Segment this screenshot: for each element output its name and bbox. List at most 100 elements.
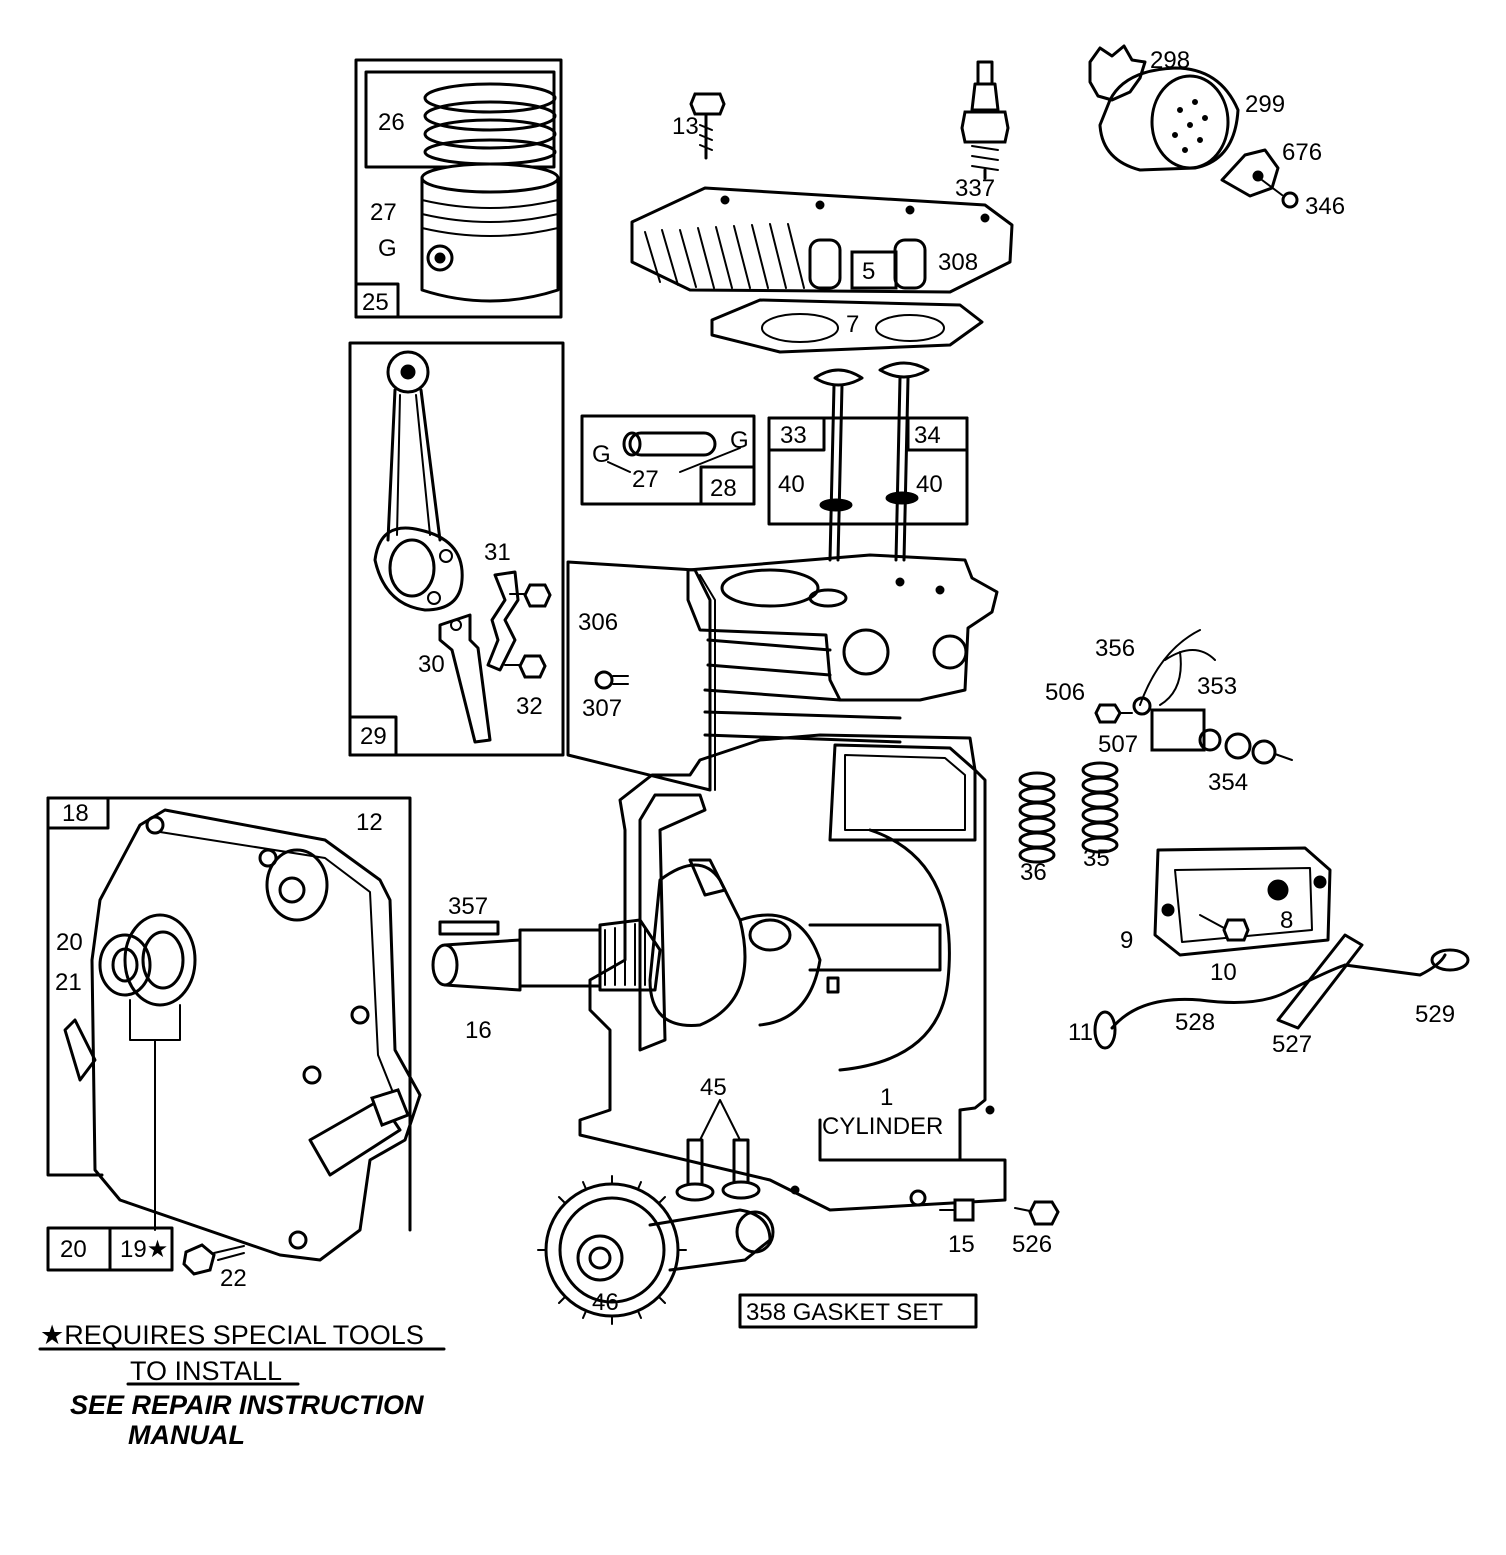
wrist-pin-drawing xyxy=(622,431,717,457)
cylinder-block-drawing xyxy=(566,553,1007,1212)
label-22: 22 xyxy=(220,1265,247,1292)
label-34: 34 xyxy=(914,422,941,449)
intake-valve-drawing xyxy=(813,368,864,562)
label-356: 356 xyxy=(1095,635,1135,662)
note-to-install: TO INSTALL xyxy=(130,1356,283,1386)
crankshaft-drawing xyxy=(431,858,822,1027)
wrist-pin-box xyxy=(580,414,756,506)
gear-cover-drawing xyxy=(90,808,422,1262)
label-506: 506 xyxy=(1045,679,1085,706)
label-21: 21 xyxy=(55,969,82,996)
label-357: 357 xyxy=(448,893,488,920)
label-13: 13 xyxy=(672,113,699,140)
head-bolt-drawing xyxy=(689,92,726,160)
label-26: 26 xyxy=(378,109,405,136)
muffler-guard-drawing xyxy=(1220,148,1280,198)
label-19: 19★ xyxy=(120,1236,168,1263)
label-g1: G xyxy=(378,235,397,262)
label-358-gasket-set: 358 GASKET SET xyxy=(746,1299,943,1326)
cylinder-head-drawing xyxy=(630,186,1014,294)
label-354: 354 xyxy=(1208,769,1248,796)
label-27b: 27 xyxy=(632,466,659,493)
label-40b: 40 xyxy=(916,471,943,498)
label-g3: G xyxy=(730,427,749,454)
lock-plate-drawing xyxy=(486,570,520,672)
label-346: 346 xyxy=(1305,193,1345,220)
label-g2: G xyxy=(592,441,611,468)
breather-drawing xyxy=(1094,629,1293,765)
label-20b: 20 xyxy=(60,1236,87,1263)
label-18: 18 xyxy=(62,800,89,827)
connecting-rod-drawing xyxy=(373,350,464,612)
oil-seal-drawing xyxy=(98,913,197,1007)
muffler-drawing xyxy=(1088,44,1240,172)
label-30: 30 xyxy=(418,651,445,678)
label-32: 32 xyxy=(516,693,543,720)
piston-rings-drawing xyxy=(423,82,557,166)
piston-drawing xyxy=(420,162,560,303)
breather-tube-drawing xyxy=(1093,933,1470,1050)
label-526: 526 xyxy=(1012,1231,1052,1258)
label-25: 25 xyxy=(362,289,389,316)
label-1: 1 xyxy=(880,1084,893,1111)
label-31: 31 xyxy=(484,539,511,566)
label-9: 9 xyxy=(1120,927,1133,954)
rod-bolt-lower xyxy=(504,654,547,679)
rod-cap-drawing xyxy=(438,613,492,744)
label-11: 11 xyxy=(1068,1019,1093,1046)
label-299: 299 xyxy=(1245,91,1285,118)
tappets-drawing xyxy=(675,1099,761,1202)
label-676: 676 xyxy=(1282,139,1322,166)
label-20a: 20 xyxy=(56,929,83,956)
muffler-screw-drawing xyxy=(1261,179,1299,209)
cover-bolt-drawing xyxy=(182,1243,245,1276)
connecting-rod-box xyxy=(348,341,565,757)
head-gasket-drawing xyxy=(710,298,984,354)
label-27a: 27 xyxy=(370,199,397,226)
drain-plug-15-drawing xyxy=(939,1198,975,1222)
part-number-labels: 298 299 676 346 337 13 26 27 G 25 308 5 … xyxy=(55,47,1455,1316)
crank-key-drawing xyxy=(438,920,500,936)
gear-cover-box xyxy=(46,796,422,1272)
label-29: 29 xyxy=(360,723,387,750)
valve-box xyxy=(767,361,969,562)
label-cylinder: CYLINDER xyxy=(822,1113,943,1140)
label-33: 33 xyxy=(780,422,807,449)
label-529: 529 xyxy=(1415,1001,1455,1028)
label-28: 28 xyxy=(710,475,737,502)
label-40a: 40 xyxy=(778,471,805,498)
note-see-repair-instruction: SEE REPAIR INSTRUCTION xyxy=(70,1390,424,1420)
label-5: 5 xyxy=(862,258,875,285)
label-308: 308 xyxy=(938,249,978,276)
valve-spring-36 xyxy=(1018,771,1056,864)
rod-bolt-upper xyxy=(509,583,552,608)
piston-ring-box xyxy=(354,58,563,319)
label-12: 12 xyxy=(356,809,383,836)
label-7: 7 xyxy=(846,311,859,338)
label-46: 46 xyxy=(592,1289,619,1316)
note-manual: MANUAL xyxy=(128,1420,245,1450)
cam-gear-drawing xyxy=(537,1175,775,1325)
valve-cover-drawing xyxy=(1153,846,1332,957)
spark-plug-drawing xyxy=(960,60,1010,180)
label-507: 507 xyxy=(1098,731,1138,758)
gasket-set-box: 358 GASKET SET xyxy=(738,1293,978,1329)
label-298: 298 xyxy=(1150,47,1190,74)
label-528: 528 xyxy=(1175,1009,1215,1036)
label-45: 45 xyxy=(700,1074,727,1101)
label-35: 35 xyxy=(1083,845,1110,872)
label-306: 306 xyxy=(578,609,618,636)
label-353: 353 xyxy=(1197,673,1237,700)
label-307: 307 xyxy=(582,695,622,722)
label-16: 16 xyxy=(465,1017,492,1044)
valve-spring-35 xyxy=(1081,761,1119,854)
exhaust-valve-drawing xyxy=(878,361,930,562)
note-special-tools: ★REQUIRES SPECIAL TOOLS xyxy=(40,1320,424,1350)
label-10: 10 xyxy=(1210,959,1237,986)
label-15: 15 xyxy=(948,1231,975,1258)
label-527: 527 xyxy=(1272,1031,1312,1058)
label-337: 337 xyxy=(955,175,995,202)
label-36: 36 xyxy=(1020,859,1047,886)
drain-plug-526-drawing xyxy=(1014,1200,1060,1226)
